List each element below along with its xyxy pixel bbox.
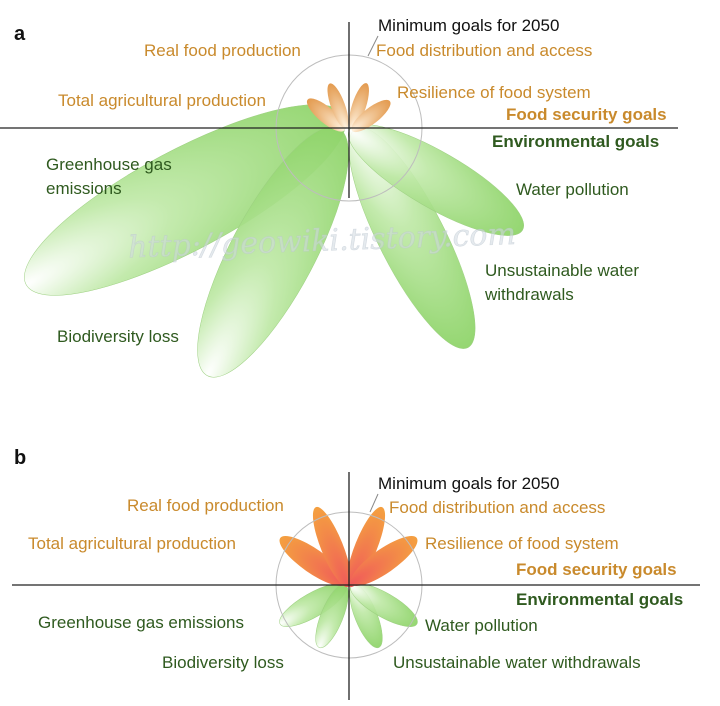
label-water-pollution-b: Water pollution bbox=[425, 616, 538, 635]
label-ghg-a-line1: Greenhouse gas bbox=[46, 155, 172, 174]
label-total-ag-a: Total agricultural production bbox=[58, 91, 266, 110]
petal-distribution-b bbox=[346, 506, 386, 588]
label-withdrawals-a-line1: Unsustainable water bbox=[485, 261, 639, 280]
heading-food-security-a: Food security goals bbox=[506, 105, 667, 124]
label-total-ag-b: Total agricultural production bbox=[28, 534, 236, 553]
label-withdrawals-b: Unsustainable water withdrawals bbox=[393, 653, 641, 672]
label-real-food-a: Real food production bbox=[144, 41, 301, 60]
heading-environmental-b: Environmental goals bbox=[516, 590, 683, 609]
panel-letter-b: b bbox=[14, 447, 26, 469]
env-petals-a bbox=[24, 104, 524, 378]
label-water-pollution-a: Water pollution bbox=[516, 180, 629, 199]
petal-total-ag-a bbox=[306, 98, 346, 132]
pointer-minimum-b bbox=[369, 493, 379, 513]
label-withdrawals-a-line2: withdrawals bbox=[484, 285, 574, 304]
heading-environmental-a: Environmental goals bbox=[492, 132, 659, 151]
label-ghg-b: Greenhouse gas emissions bbox=[38, 613, 244, 632]
petal-real-food-a bbox=[327, 83, 349, 129]
petal-real-food-b bbox=[312, 506, 352, 588]
petal-total-ag-b bbox=[279, 536, 347, 586]
pointer-minimum-a bbox=[367, 35, 379, 57]
label-distribution-a: Food distribution and access bbox=[376, 41, 592, 60]
food-petals-a bbox=[306, 83, 391, 133]
label-ghg-a-line2: emissions bbox=[46, 179, 122, 198]
minimum-goals-label-a: Minimum goals for 2050 bbox=[378, 16, 559, 35]
env-petals-b bbox=[279, 583, 418, 649]
panel-a: a Minimum goals for 2050 Real food produ… bbox=[0, 16, 678, 378]
label-resilience-b: Resilience of food system bbox=[425, 534, 619, 553]
label-distribution-b: Food distribution and access bbox=[389, 498, 605, 517]
label-biodiversity-a: Biodiversity loss bbox=[57, 327, 179, 346]
label-real-food-b: Real food production bbox=[127, 496, 284, 515]
petal-resilience-a bbox=[351, 99, 391, 133]
petal-resilience-b bbox=[350, 536, 418, 586]
label-biodiversity-b: Biodiversity loss bbox=[162, 653, 284, 672]
petal-distribution-a bbox=[349, 83, 369, 129]
heading-food-security-b: Food security goals bbox=[516, 560, 677, 579]
label-resilience-a: Resilience of food system bbox=[397, 83, 591, 102]
food-petals-b bbox=[279, 506, 418, 588]
minimum-goals-label-b: Minimum goals for 2050 bbox=[378, 474, 559, 493]
panel-letter-a: a bbox=[14, 23, 26, 45]
panel-b: b Minimum goals for 2050 Real food produ… bbox=[12, 447, 700, 700]
